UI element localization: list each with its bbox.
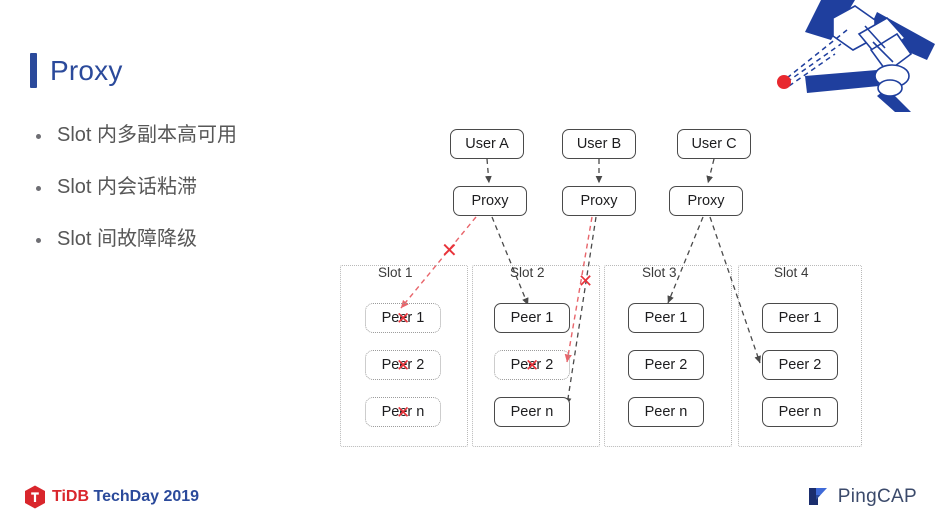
node-proxy-3[interactable]: Proxy — [669, 186, 743, 216]
slide-footer: TiDB TechDay 2019 PingCAP — [0, 465, 939, 525]
bullet-label: Slot 内多副本高可用 — [57, 124, 238, 146]
bullet-label: Slot 间故障降级 — [57, 228, 198, 250]
edge-proxy-2-slot-2-peer-2 — [564, 216, 593, 363]
slot-2-peer-1[interactable]: Peer 1 — [494, 303, 570, 333]
node-proxy-2[interactable]: Proxy — [562, 186, 636, 216]
pingcap-mark-icon — [808, 488, 827, 505]
slot-2-container — [472, 265, 600, 447]
tidb-wordmark: TiDB TechDay 2019 — [52, 489, 199, 505]
tidb-hex-icon — [25, 485, 45, 509]
satellite-illustration — [777, 0, 935, 112]
node-user-b[interactable]: User B — [562, 129, 636, 159]
edge-user-a-proxy-1 — [485, 158, 492, 184]
slot-4-peer-1[interactable]: Peer 1 — [762, 303, 838, 333]
pingcap-wordmark: PingCAP — [837, 485, 917, 507]
bullet-label: Slot 内会话粘滞 — [57, 176, 198, 198]
satellite-signal-lines — [786, 29, 848, 87]
slot-1-label: Slot 1 — [378, 265, 413, 280]
list-item: Slot 间故障降级 — [36, 226, 336, 253]
tidb-brand-label: TiDB — [52, 488, 90, 505]
node-user-a[interactable]: User A — [450, 129, 524, 159]
node-user-c[interactable]: User C — [677, 129, 751, 159]
slot-2-peer-2[interactable]: Peer 2 — [494, 350, 570, 380]
slot-3-peer-n[interactable]: Peer n — [628, 397, 704, 427]
slot-3-peer-1[interactable]: Peer 1 — [628, 303, 704, 333]
list-item: Slot 内会话粘滞 — [36, 174, 336, 201]
slot-3-peer-2[interactable]: Peer 2 — [628, 350, 704, 380]
slot-4-container — [738, 265, 862, 447]
slot-4-label: Slot 4 — [774, 265, 809, 280]
bullet-list: Slot 内多副本高可用 Slot 内会话粘滞 Slot 间故障降级 — [36, 122, 336, 278]
signal-dot-icon — [777, 75, 791, 89]
slot-1-peer-n[interactable]: Peer n — [365, 397, 441, 427]
slot-1-peer-1[interactable]: Peer 1 — [365, 303, 441, 333]
title-label: Proxy — [50, 54, 123, 86]
slot-1-container — [340, 265, 468, 447]
bullet-dot-icon — [36, 134, 41, 139]
diagram-edges — [400, 158, 761, 406]
bullet-dot-icon — [36, 186, 41, 191]
bullet-dot-icon — [36, 238, 41, 243]
node-proxy-1[interactable]: Proxy — [453, 186, 527, 216]
slot-2-label: Slot 2 — [510, 265, 545, 280]
edge-proxy-3-slot-4-peer-2 — [709, 216, 761, 364]
slot-2-peer-n[interactable]: Peer n — [494, 397, 570, 427]
list-item: Slot 内多副本高可用 — [36, 122, 336, 149]
slot-3-label: Slot 3 — [642, 265, 677, 280]
edge-user-c-proxy-3 — [706, 158, 715, 184]
architecture-diagram: ✕ ✕ User A User B User C Proxy Proxy Pro… — [340, 129, 862, 447]
tidb-event-label: TechDay 2019 — [89, 488, 200, 505]
edge-proxy-1-slot-2-peer-1 — [491, 216, 529, 306]
page-title: Proxy — [30, 53, 123, 88]
tidb-techday-logo: TiDB TechDay 2019 — [24, 485, 199, 509]
slot-3-container — [604, 265, 732, 447]
slot-1-peer-2[interactable]: Peer 2 — [365, 350, 441, 380]
edge-proxy-3-slot-3-peer-1 — [667, 216, 704, 304]
edge-proxy-1-slot-1-peer-1 — [400, 216, 477, 309]
edge-proxy-2-slot-2-peer-n — [564, 216, 597, 406]
satellite-body — [832, 5, 913, 97]
slot-4-peer-n[interactable]: Peer n — [762, 397, 838, 427]
title-accent-bar — [30, 53, 37, 88]
slot-4-peer-2[interactable]: Peer 2 — [762, 350, 838, 380]
pingcap-logo: PingCAP — [806, 484, 917, 508]
